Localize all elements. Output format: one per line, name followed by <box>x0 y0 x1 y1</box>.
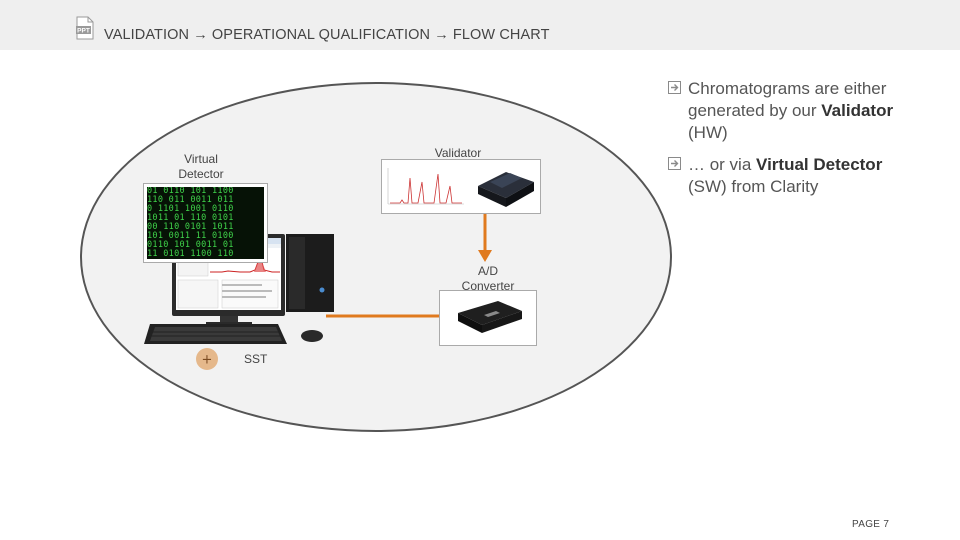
binary-code-line: 0 1101 1001 0110 <box>147 204 234 214</box>
ppt-file-icon: PPT <box>76 16 94 40</box>
keyboard-icon <box>144 324 287 344</box>
bullet-2-text: … or via <box>688 155 757 174</box>
validator-image-frame <box>381 159 541 214</box>
binary-code-line: 01 0110 101 1100 <box>147 187 234 196</box>
bullet-1-text: Chromatograms are either generated by ou… <box>688 79 887 120</box>
ad-converter-device-icon <box>458 301 522 333</box>
bullet-2-bold: Virtual Detector <box>756 155 883 174</box>
breadcrumb: VALIDATION → OPERATIONAL QUALIFICATION →… <box>104 27 550 43</box>
chromatogram-icon <box>386 164 466 209</box>
validator-image <box>386 164 534 209</box>
header-bar <box>0 0 960 50</box>
virtual-detector-label: Virtual Detector <box>166 152 236 182</box>
bullet-1-suffix: (HW) <box>688 123 728 142</box>
binary-code-line: 11 0101 1100 110 <box>147 249 234 259</box>
plus-icon: + <box>196 348 218 370</box>
arrow-right-icon <box>668 81 681 94</box>
binary-code-line: 110 011 0011 011 <box>147 195 234 205</box>
binary-code-line: 0110 101 0011 01 <box>147 240 234 250</box>
plus-symbol: + <box>202 353 213 368</box>
mouse-icon <box>301 330 323 342</box>
ad-converter-label-line1: A/D <box>477 264 498 278</box>
bullet-2-suffix: (SW) from Clarity <box>688 177 819 196</box>
ppt-icon-text: PPT <box>77 28 90 35</box>
page-number: PAGE 7 <box>852 519 890 530</box>
virtual-detector-label-line2: Detector <box>178 167 224 181</box>
validator-device-icon <box>478 172 534 207</box>
bullet-item-1: Chromatograms are either generated by ou… <box>668 78 908 144</box>
connector-arrowhead <box>478 250 492 262</box>
binary-code-line: 00 110 0101 1011 <box>147 222 234 232</box>
validator-label: Validator <box>434 146 482 160</box>
virtual-detector-label-line1: Virtual <box>184 152 218 166</box>
binary-code-line: 1011 01 110 0101 <box>147 213 234 223</box>
bullet-list: Chromatograms are either generated by ou… <box>668 78 908 208</box>
sst-label: SST <box>244 352 268 366</box>
bullet-item-2: … or via Virtual Detector (SW) from Clar… <box>668 154 908 198</box>
computer-tower-icon <box>286 234 334 312</box>
ad-converter-label: A/D Converter <box>452 264 524 294</box>
ad-converter-image-frame <box>439 290 537 346</box>
bullet-1-bold: Validator <box>821 101 894 120</box>
binary-code-line: 101 0011 11 0100 <box>147 231 234 241</box>
ad-converter-label-line2: Converter <box>461 279 515 293</box>
arrow-right-icon <box>668 157 681 170</box>
